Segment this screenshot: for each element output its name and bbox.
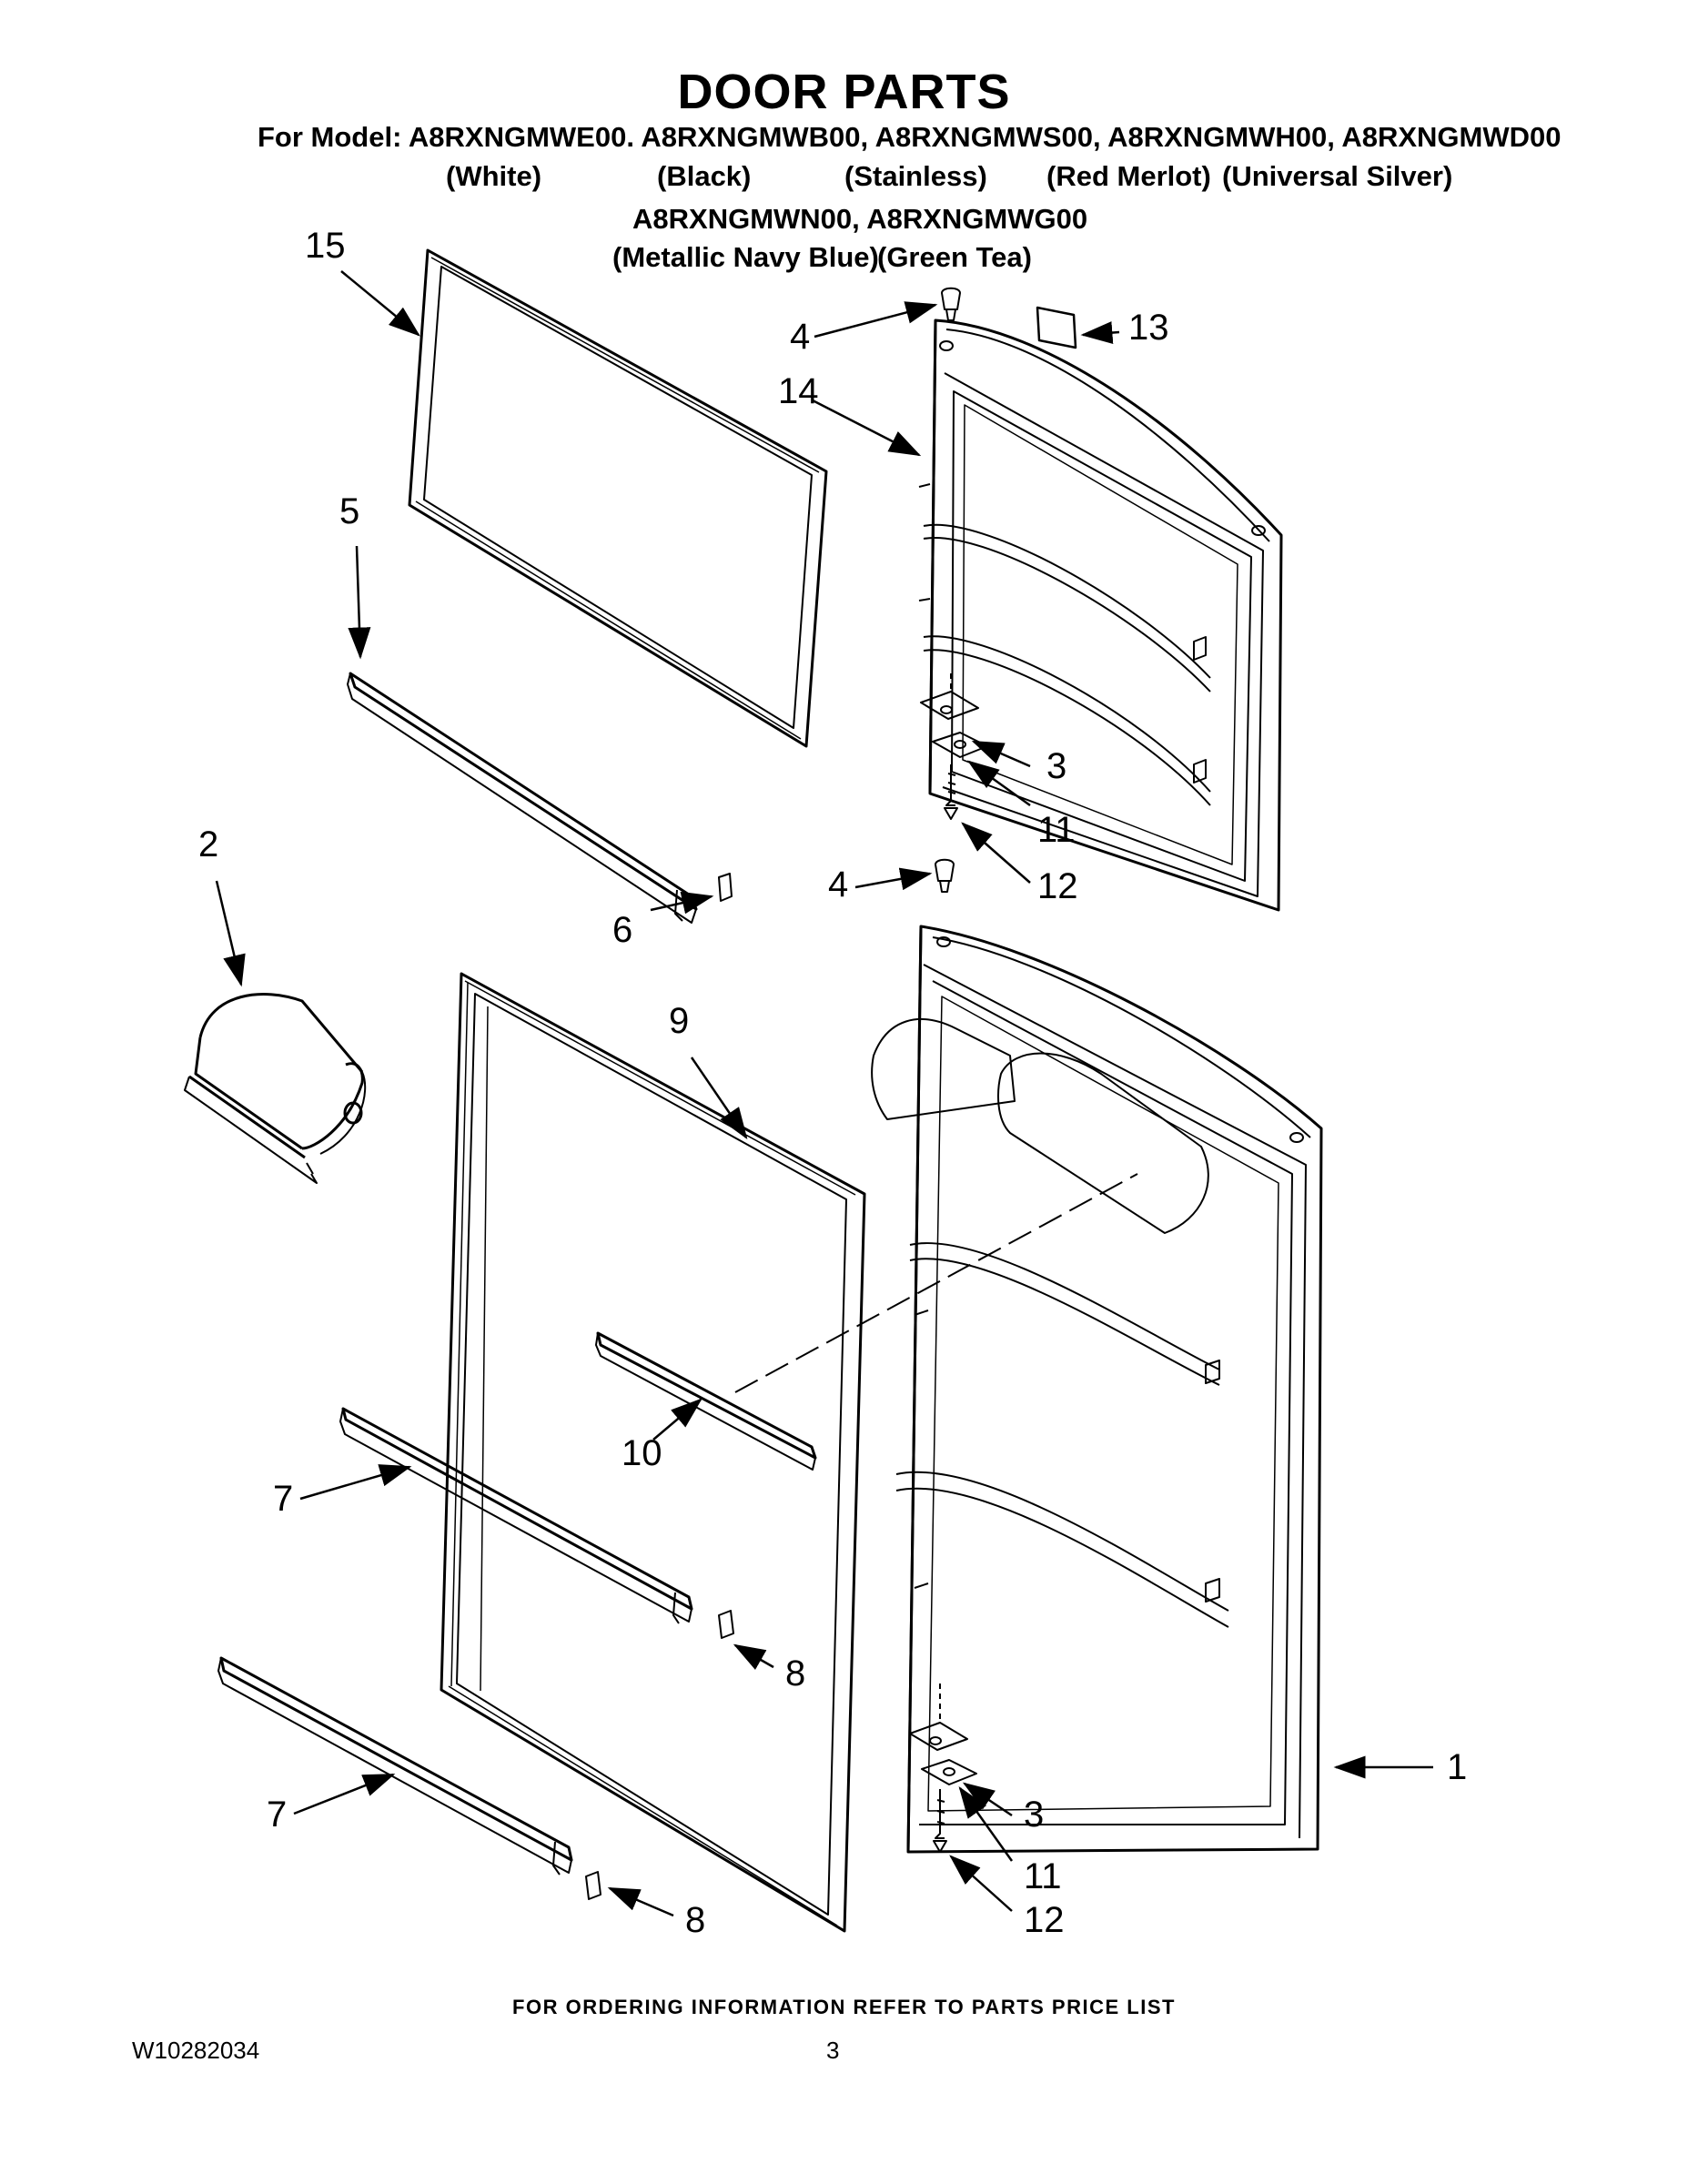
- page-number: 3: [826, 2037, 840, 2064]
- small-shelf-bar: [595, 1331, 817, 1471]
- leader-12a: [961, 822, 1031, 884]
- leader-2: [215, 880, 246, 987]
- ordering-info-footer: FOR ORDERING INFORMATION REFER TO PARTS …: [512, 1996, 1176, 2018]
- leader-7a: [299, 1464, 412, 1501]
- model-list-line-1: For Model: A8RXNGMWE00. A8RXNGMWB00, A8R…: [258, 121, 1562, 153]
- lower-hinge-assembly: [909, 1684, 977, 1853]
- freezer-bar-end-cap: [718, 873, 733, 902]
- callout-8-lower: 8: [685, 1900, 706, 1940]
- color-green-tea: (Green Tea): [877, 241, 1032, 273]
- callout-9: 9: [669, 1001, 690, 1041]
- leader-10: [652, 1398, 702, 1441]
- callout-11-lower: 11: [1024, 1856, 1062, 1896]
- callout-11-upper: 11: [1037, 810, 1076, 850]
- leader-8a: [733, 1643, 774, 1670]
- callout-8-upper: 8: [785, 1653, 806, 1694]
- freezer-door: [918, 318, 1283, 912]
- fresh-food-shelf-bar-upper: [339, 1407, 693, 1624]
- leader-4b: [854, 867, 933, 891]
- leader-9: [690, 1057, 748, 1140]
- leader-7b: [293, 1773, 396, 1815]
- fresh-food-door: [871, 925, 1323, 1854]
- callout-14: 14: [778, 371, 819, 411]
- hinge-pin-upper: [941, 287, 961, 321]
- dairy-door: [184, 993, 367, 1184]
- color-red-merlot: (Red Merlot): [1046, 160, 1211, 192]
- freezer-gasket: [408, 248, 828, 748]
- callout-12-upper: 12: [1037, 866, 1078, 906]
- callout-10: 10: [622, 1433, 662, 1473]
- leader-13: [1080, 321, 1120, 345]
- callout-15: 15: [305, 226, 346, 266]
- hinge-pin-lower: [935, 858, 955, 893]
- color-black: (Black): [657, 160, 752, 192]
- callout-13: 13: [1128, 308, 1169, 348]
- callout-4-lower: 4: [828, 864, 849, 905]
- leader-6: [650, 891, 714, 915]
- bar-end-cap-lower: [585, 1871, 601, 1900]
- leader-11b: [958, 1785, 1014, 1862]
- color-white: (White): [446, 160, 542, 192]
- document-number: W10282034: [132, 2037, 260, 2064]
- leader-15: [340, 270, 420, 337]
- leader-8b: [607, 1886, 674, 1917]
- callout-3-lower: 3: [1024, 1795, 1045, 1835]
- callout-12-lower: 12: [1024, 1900, 1065, 1940]
- fresh-food-shelf-bar-lower: [217, 1656, 573, 1876]
- bar-end-cap-upper: [718, 1610, 734, 1639]
- leader-4a: [814, 301, 938, 339]
- leader-5: [348, 545, 371, 660]
- label-plate: [1036, 306, 1077, 349]
- page-title: DOOR PARTS: [677, 65, 1011, 119]
- callout-6: 6: [612, 910, 633, 950]
- callout-4-upper: 4: [790, 317, 811, 357]
- leader-14: [812, 399, 922, 457]
- leader-12b: [949, 1855, 1013, 1912]
- color-metallic-navy-blue: (Metallic Navy Blue): [612, 241, 879, 273]
- freezer-shelf-bar: [347, 672, 698, 924]
- callout-2: 2: [198, 824, 219, 864]
- callout-5: 5: [339, 491, 360, 531]
- leader-3a: [971, 740, 1031, 768]
- model-list-line-2: A8RXNGMWN00, A8RXNGMWG00: [632, 203, 1088, 235]
- leader-11a: [966, 760, 1031, 807]
- color-universal-silver: (Universal Silver): [1222, 160, 1453, 192]
- callout-7-lower: 7: [267, 1795, 288, 1835]
- callout-1: 1: [1447, 1747, 1468, 1787]
- color-stainless: (Stainless): [844, 160, 987, 192]
- callout-3-upper: 3: [1046, 746, 1067, 786]
- callout-7-upper: 7: [273, 1479, 294, 1519]
